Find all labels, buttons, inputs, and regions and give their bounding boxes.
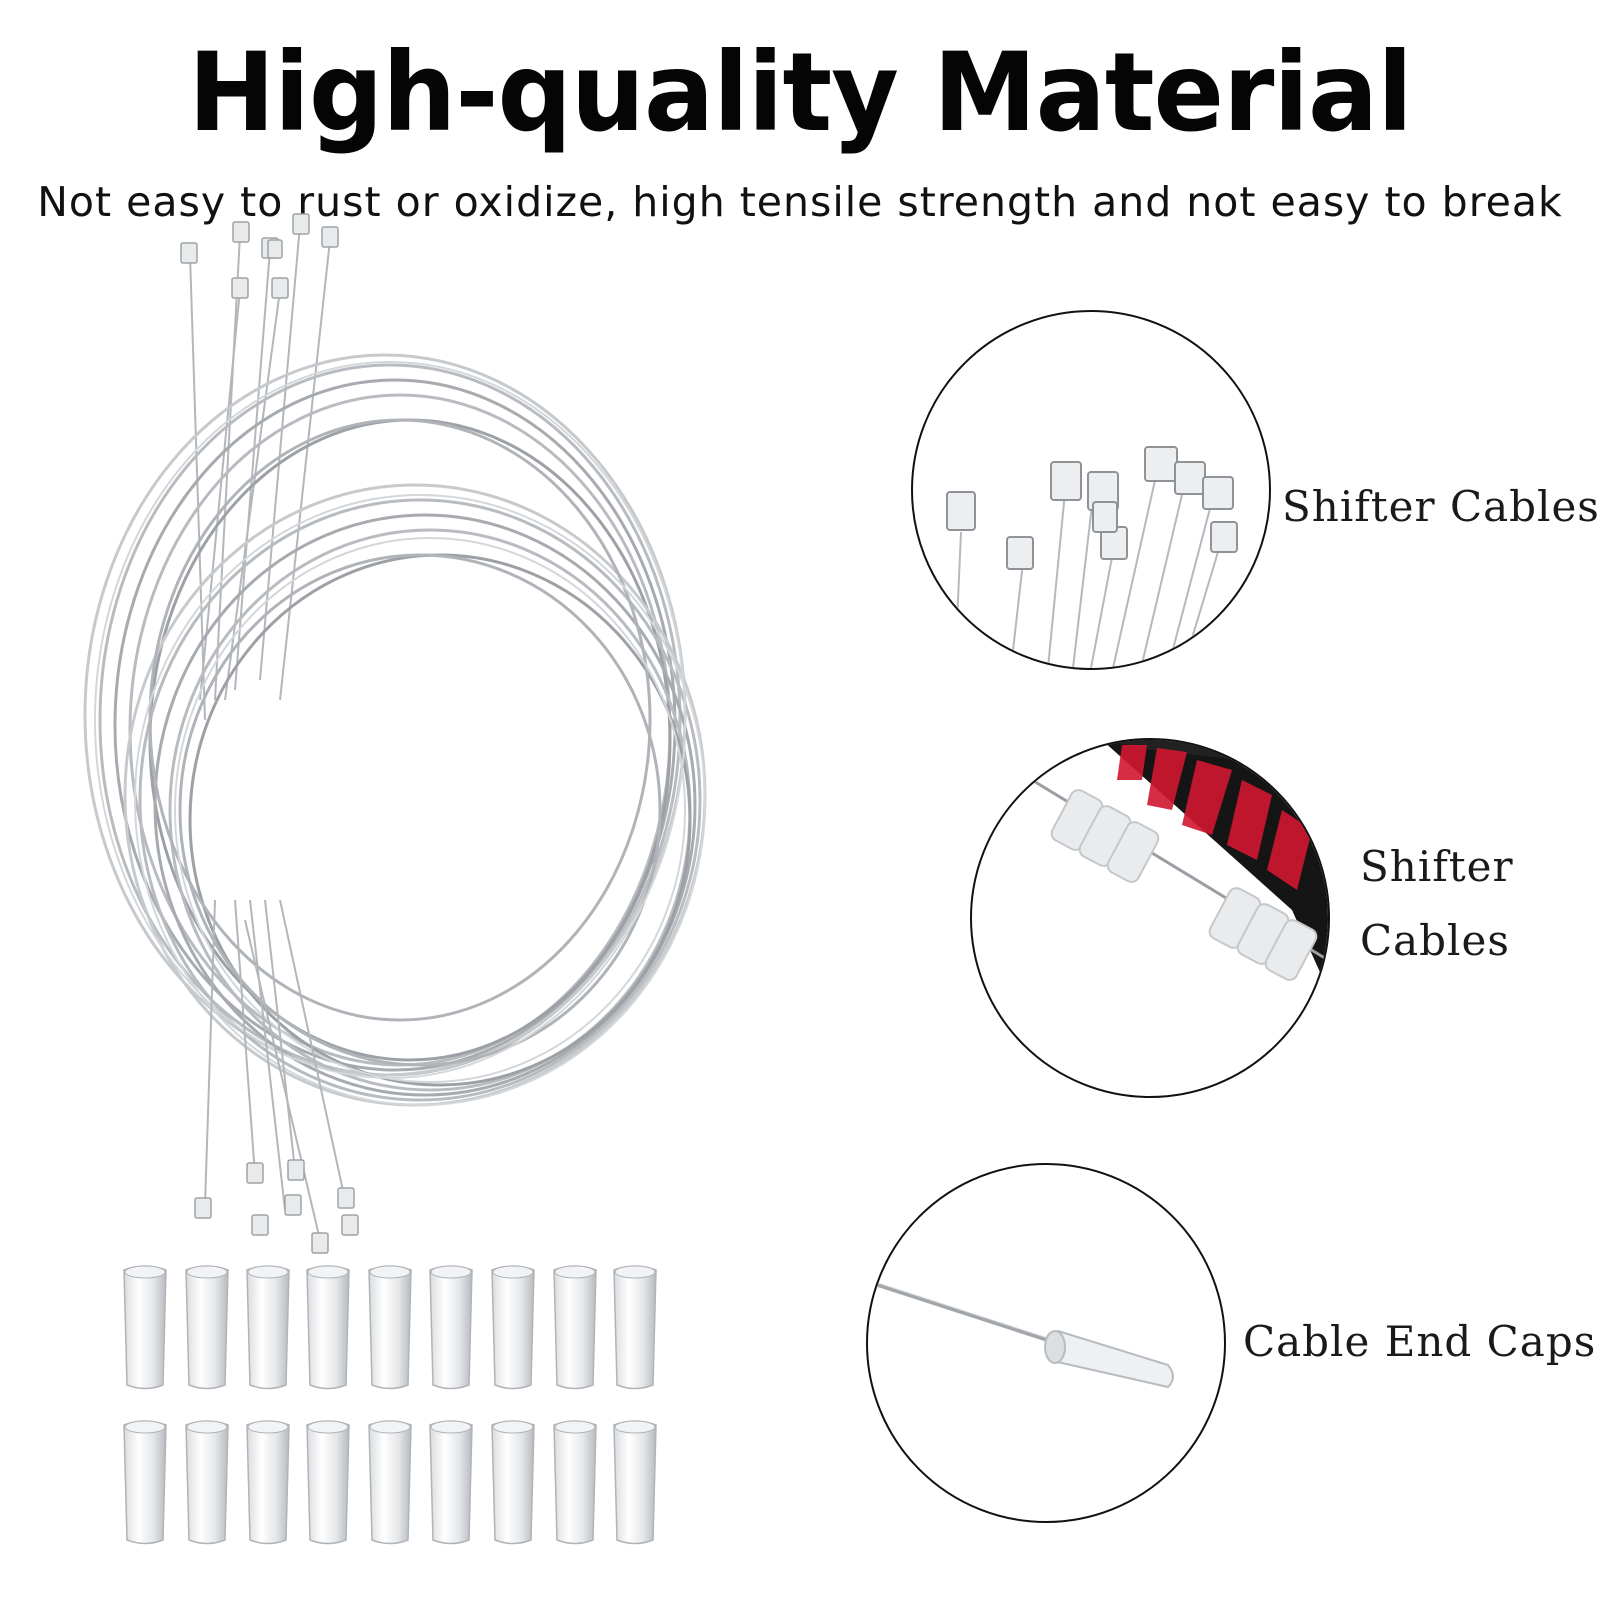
end-caps-row-2 <box>123 1420 657 1545</box>
end-cap <box>491 1265 535 1390</box>
end-cap <box>553 1420 597 1545</box>
cable-end-cap-closeup <box>866 1163 1226 1523</box>
end-cap <box>185 1265 229 1390</box>
shifter-cable-ferrules-closeup <box>970 738 1330 1098</box>
callout-label-line1: Cable End Caps <box>1243 1317 1597 1366</box>
end-cap <box>185 1420 229 1545</box>
end-cap <box>368 1420 412 1545</box>
end-cap <box>123 1420 167 1545</box>
end-cap <box>246 1265 290 1390</box>
end-cap <box>491 1420 535 1545</box>
end-cap <box>306 1420 350 1545</box>
end-cap <box>613 1265 657 1390</box>
cable-coils <box>83 353 707 1107</box>
end-cap <box>429 1420 473 1545</box>
end-cap <box>123 1265 167 1390</box>
end-cap <box>246 1420 290 1545</box>
end-cap <box>553 1265 597 1390</box>
cable-tails-bottom <box>204 899 346 1241</box>
callout-label-line1: Shifter <box>1360 842 1514 891</box>
end-cap <box>429 1265 473 1390</box>
cable-coil-illustration <box>83 213 707 1545</box>
cable-coils-inner <box>94 361 706 1106</box>
page-subtitle: Not easy to rust or oxidize, high tensil… <box>37 178 1563 226</box>
cable-heads-top <box>180 213 339 299</box>
page-title: High-quality Material <box>188 27 1413 157</box>
end-cap <box>306 1265 350 1390</box>
cable-heads-bottom <box>194 1159 359 1254</box>
end-cap <box>368 1265 412 1390</box>
end-cap <box>613 1420 657 1545</box>
callout-label-line2: Cables <box>1360 915 1510 965</box>
end-caps-row-1 <box>123 1265 657 1390</box>
shifter-cable-ends-closeup <box>911 310 1271 670</box>
callout-label-line1: Shifter Cables <box>1282 482 1600 531</box>
